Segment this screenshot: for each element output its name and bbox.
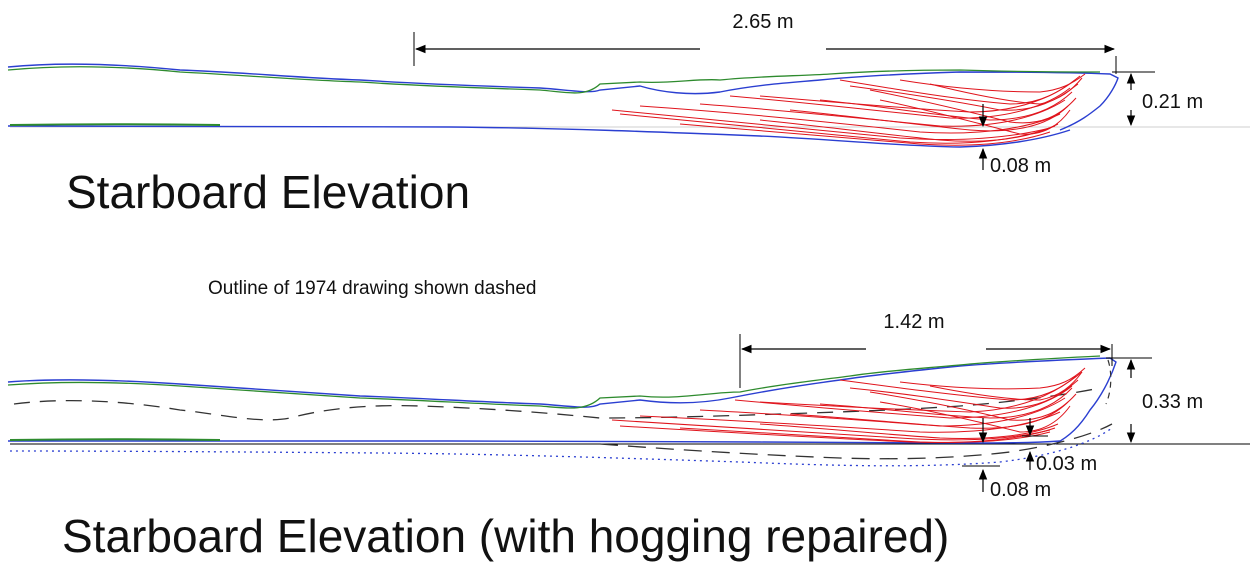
- top-height-label: 0.21 m: [1142, 91, 1203, 113]
- bottom-elevation: Outline of 1974 drawing shown dashed: [7, 278, 1250, 562]
- bottom-title: Starboard Elevation (with hogging repair…: [62, 510, 949, 562]
- top-planking-strakes: [611, 73, 1086, 146]
- bottom-sheer-outline-green: [7, 355, 1101, 409]
- dashed-bow-profile: [1105, 359, 1112, 405]
- dashed-1974-sheer: [13, 387, 1101, 421]
- top-keel-outline-green: [9, 123, 221, 126]
- dashed-1974-keel: [599, 423, 1113, 460]
- bottom-planking-strakes: [611, 367, 1086, 444]
- bottom-depth-b-label: 0.08 m: [990, 479, 1051, 501]
- dashed-outline-note: Outline of 1974 drawing shown dashed: [208, 278, 537, 299]
- top-length-label: 2.65 m: [732, 11, 793, 33]
- bottom-keel-outline-blue: [8, 440, 1061, 444]
- top-elevation: 2.65 m 0.21 m 0.08 m Starboard Elevation: [7, 11, 1250, 218]
- bottom-keel-outline-green: [9, 438, 221, 441]
- top-sheer-outline-green: [7, 66, 1101, 94]
- top-keel-outline-blue: [7, 125, 1071, 148]
- bottom-length-label: 1.42 m: [883, 311, 944, 333]
- dotted-hogged-keel: [9, 427, 1113, 467]
- top-depth-label: 0.08 m: [990, 155, 1051, 177]
- bottom-depth-a-label: 0.03 m: [1036, 453, 1097, 475]
- top-sheer-outline-blue: [7, 63, 1119, 131]
- top-title: Starboard Elevation: [66, 166, 470, 218]
- bottom-height-label: 0.33 m: [1142, 391, 1203, 413]
